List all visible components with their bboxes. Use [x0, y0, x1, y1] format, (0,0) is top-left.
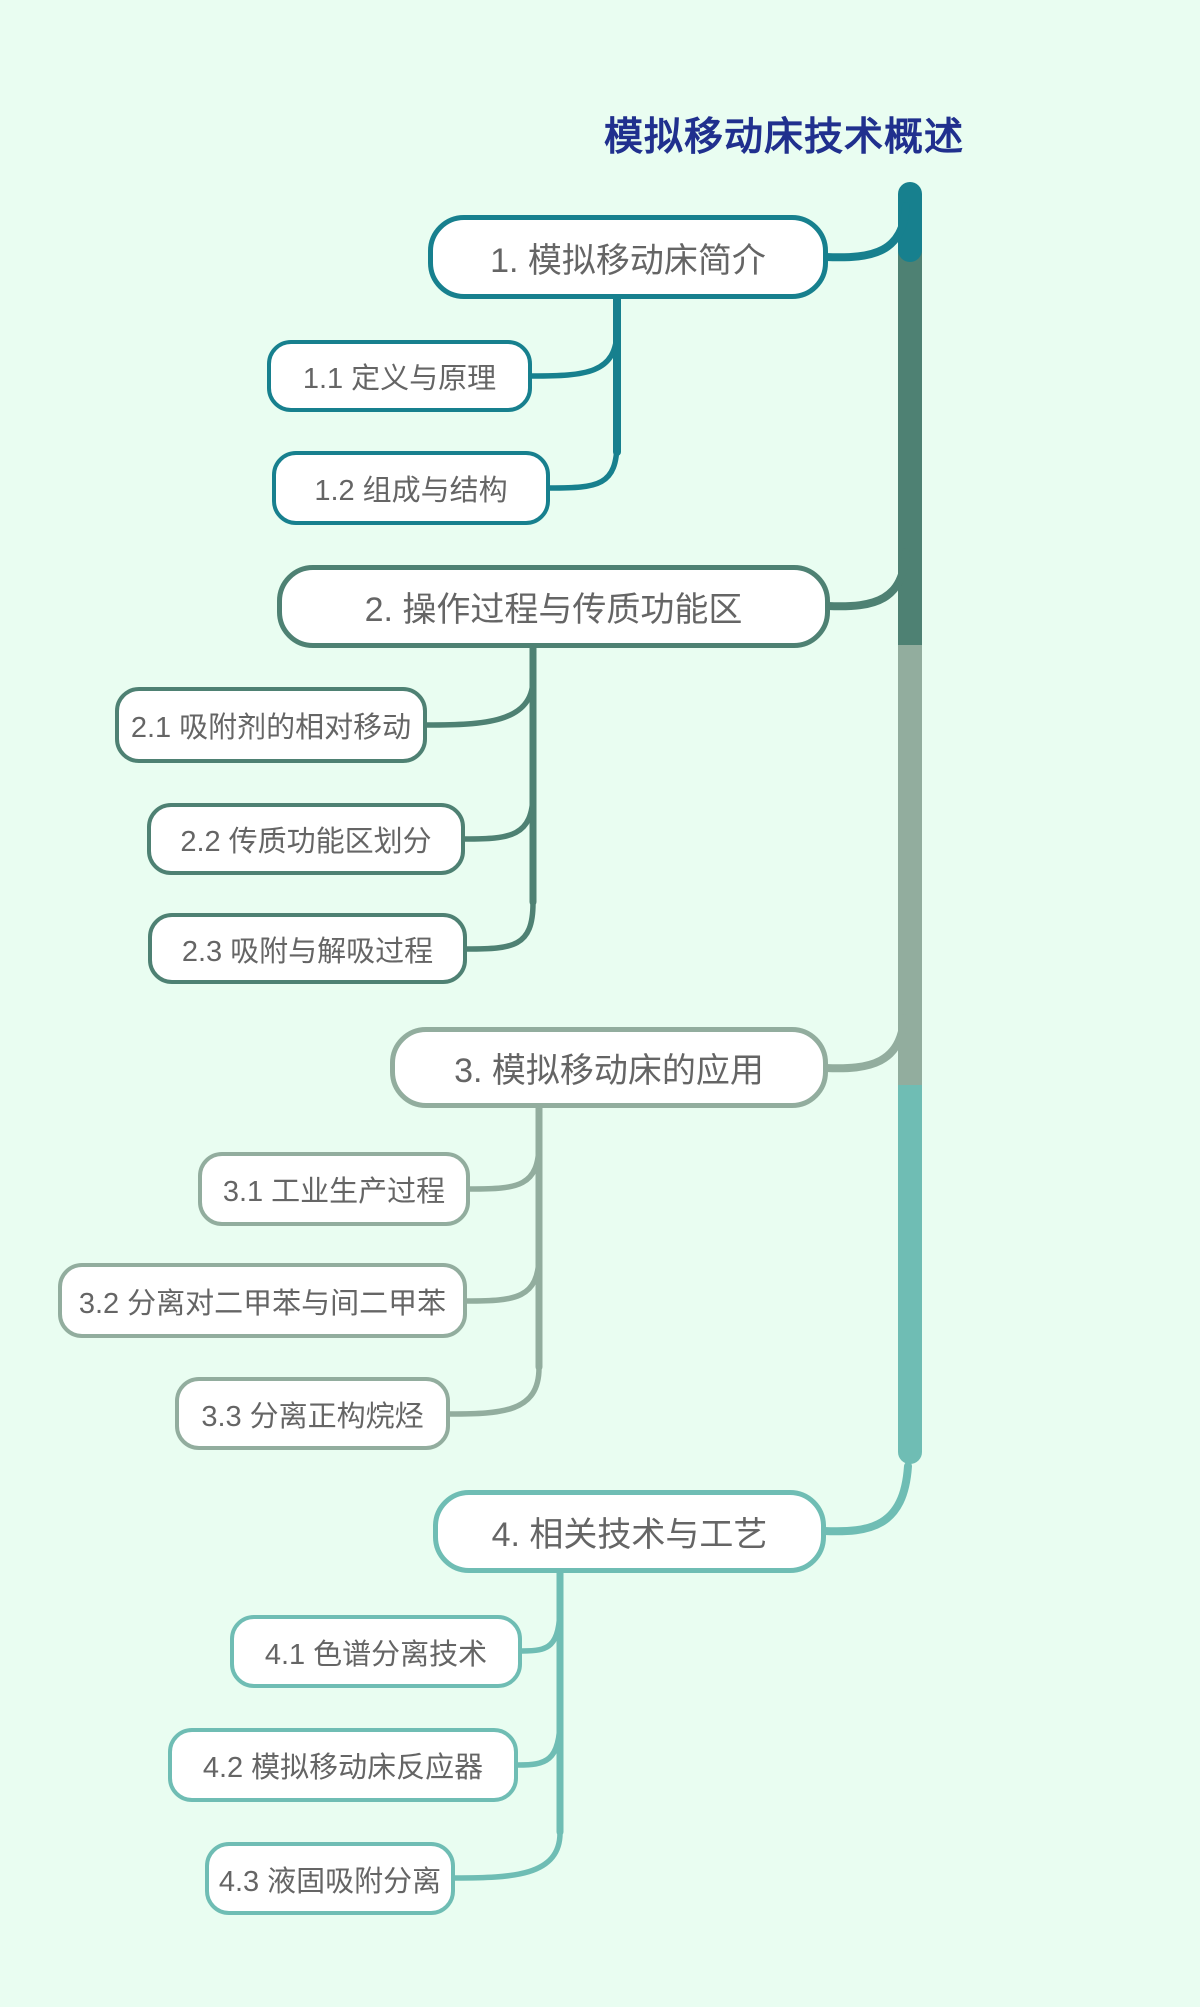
branch-2-connector	[824, 548, 910, 611]
sub-node-2-2[interactable]: 2.2 传质功能区划分	[147, 803, 465, 875]
branch-3-connector	[822, 1014, 908, 1073]
sub-node-3-2[interactable]: 3.2 分离对二甲苯与间二甲苯	[58, 1263, 467, 1338]
sub-node-3-1[interactable]: 3.1 工业生产过程	[198, 1152, 470, 1226]
child-connector-4-2	[515, 1716, 563, 1768]
child-connector-2-2	[462, 790, 536, 842]
child-connector-1-1	[529, 327, 620, 379]
child-connector-3-2	[464, 1252, 542, 1304]
child-connector-3-3	[447, 1365, 542, 1417]
main-node-2[interactable]: 2. 操作过程与传质功能区	[277, 565, 830, 648]
sub-node-4-1[interactable]: 4.1 色谱分离技术	[230, 1615, 522, 1688]
child-connector-2-1	[424, 676, 536, 728]
sub-node-2-3[interactable]: 2.3 吸附与解吸过程	[148, 913, 467, 984]
child-connector-4-1	[519, 1602, 563, 1654]
sub-node-4-3[interactable]: 4.3 液固吸附分离	[205, 1842, 455, 1915]
sub-node-2-1[interactable]: 2.1 吸附剂的相对移动	[115, 687, 427, 763]
main-node-4[interactable]: 4. 相关技术与工艺	[433, 1490, 826, 1573]
child-connector-2-3	[464, 900, 536, 952]
branch-1-connector	[822, 202, 910, 262]
main-node-3[interactable]: 3. 模拟移动床的应用	[390, 1027, 828, 1108]
branch-4-connector	[820, 1462, 912, 1536]
sub-node-1-2[interactable]: 1.2 组成与结构	[272, 451, 550, 525]
child-connector-1-2	[547, 439, 620, 491]
sub-node-3-3[interactable]: 3.3 分离正构烷烃	[175, 1377, 450, 1450]
main-node-1[interactable]: 1. 模拟移动床简介	[428, 215, 828, 299]
sub-node-4-2[interactable]: 4.2 模拟移动床反应器	[168, 1728, 518, 1802]
child-connector-4-3	[452, 1830, 563, 1881]
child-connector-3-1	[467, 1140, 542, 1192]
root-topic-title[interactable]: 模拟移动床技术概述	[603, 116, 964, 159]
sub-node-1-1[interactable]: 1.1 定义与原理	[267, 340, 532, 412]
